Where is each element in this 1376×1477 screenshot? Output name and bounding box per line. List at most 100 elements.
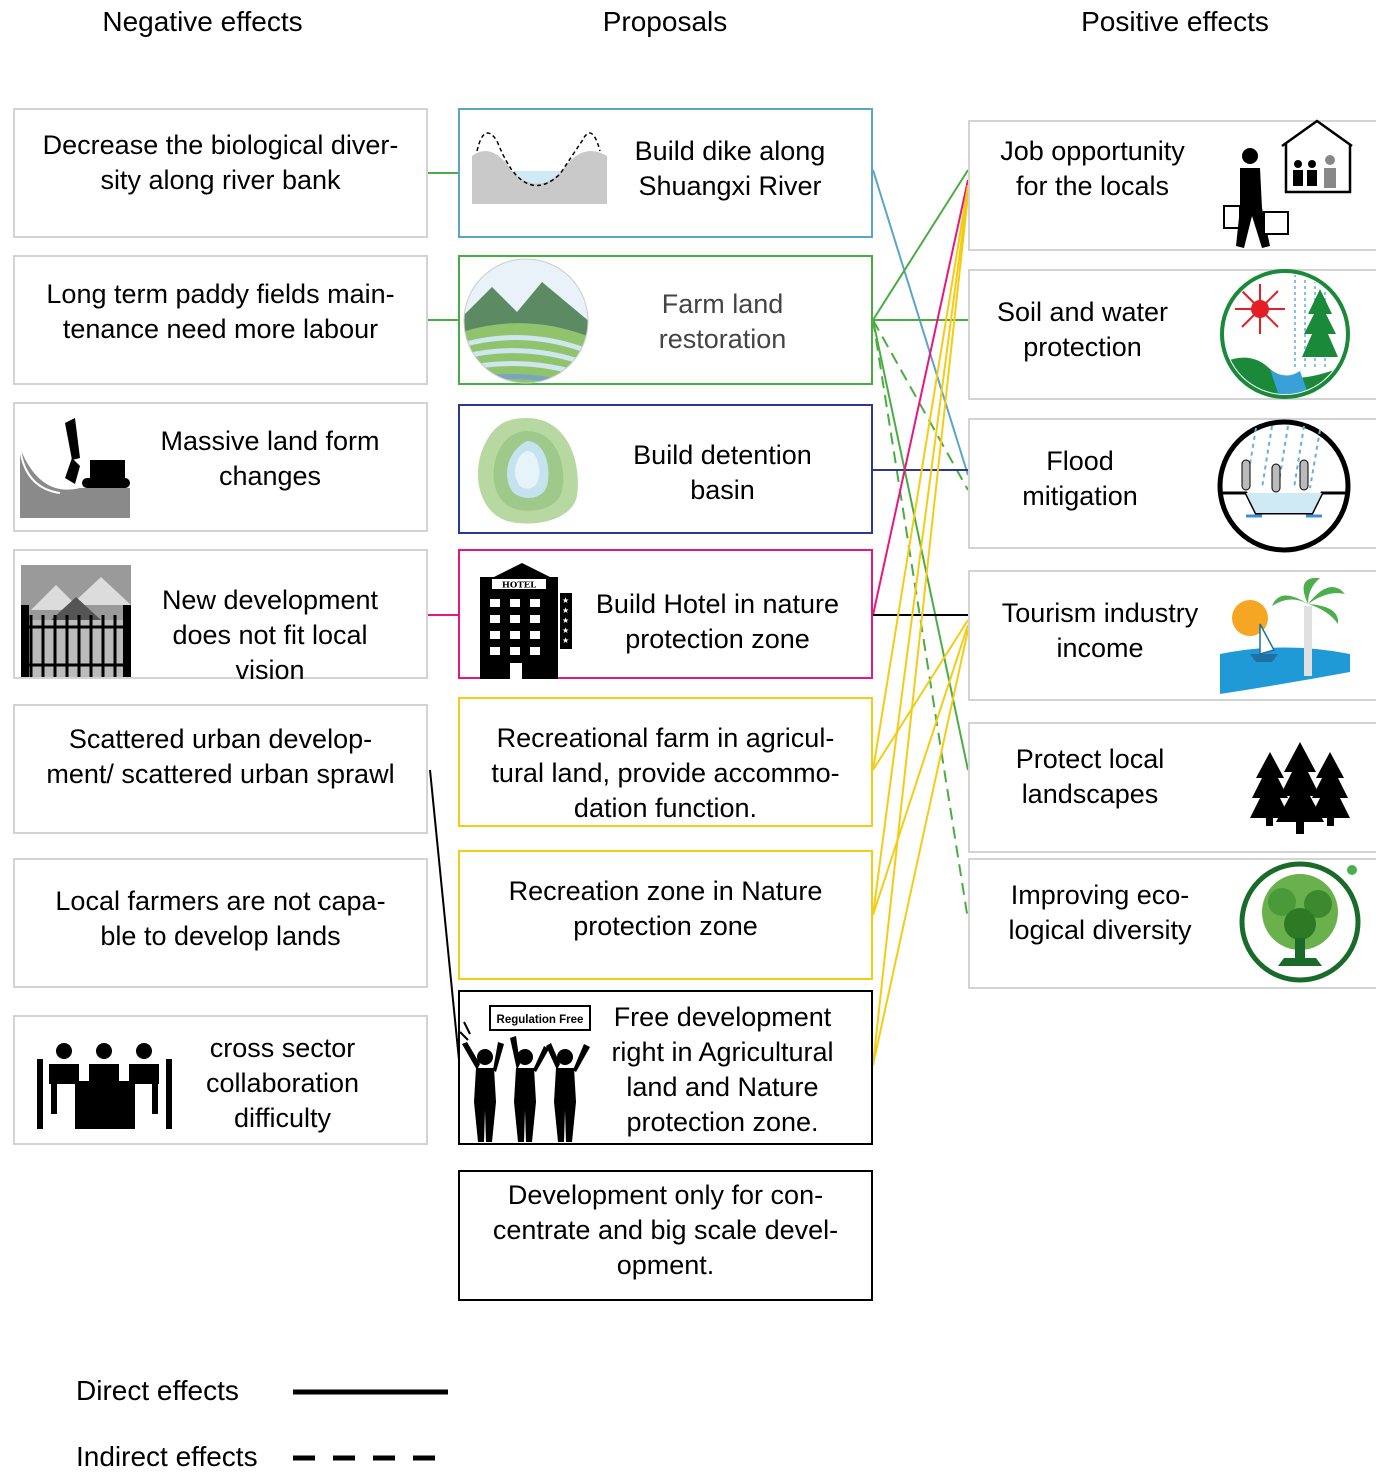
detention-basin-icon <box>477 418 578 524</box>
hotel-building-icon: HOTEL ★★★★★ <box>480 563 572 679</box>
negative-box-biodiversity: Decrease the biological diver- sity alon… <box>13 108 428 238</box>
positive-flood-line2: mitigation <box>1022 481 1138 511</box>
proposal-concentrate-line3: opment. <box>616 1250 715 1280</box>
protesters-icon: Regulation Free <box>460 1005 591 1142</box>
proposal-farmland-line2: restoration <box>658 324 787 354</box>
river-dike-icon <box>472 126 607 204</box>
proposal-box-hotel: HOTEL ★★★★★ Build Hotel in nature protec… <box>458 549 873 679</box>
proposal-box-farmland: Farm land restoration <box>458 255 873 385</box>
terraced-fields-icon <box>463 258 589 384</box>
proposal-basin-line2: basin <box>690 475 755 505</box>
positive-box-ecology: Improving eco- logical diversity <box>968 858 1376 989</box>
proposal-recfarm-line1: Recreational farm in agricul- <box>496 723 835 753</box>
legend-indirect-label: Indirect effects <box>76 1441 258 1472</box>
proposal-reczone-line1: Recreation zone in Nature <box>508 876 823 906</box>
negative-paddy-line1: Long term paddy fields main- <box>46 279 395 309</box>
proposal-recfarm-line2: tural land, provide accommo- <box>491 758 840 788</box>
negative-box-farmers: Local farmers are not capa- ble to devel… <box>13 858 428 988</box>
positive-landscape-line1: Protect local <box>1015 744 1165 774</box>
svg-text:★: ★ <box>562 626 569 635</box>
positive-box-landscape: Protect local landscapes <box>968 722 1376 853</box>
positive-landscape-line2: landscapes <box>1021 779 1159 809</box>
link-recfarm-tourism <box>872 619 969 771</box>
link-farm-flood <box>872 319 969 491</box>
proposal-box-free-development: Regulation Free Free development right i… <box>458 990 873 1145</box>
soil-water-icon <box>1220 269 1350 399</box>
link-hotel-job <box>872 179 969 616</box>
proposal-dike-line2: Shuangxi River <box>638 171 822 201</box>
svg-text:★: ★ <box>562 616 569 625</box>
negative-newdev-line3: vision <box>235 655 305 685</box>
positive-box-jobs: Job opportunity for the locals <box>968 119 1376 251</box>
proposal-free-line2: right in Agricultural <box>611 1037 834 1067</box>
proposal-free-line1: Free development <box>613 1002 832 1032</box>
negative-box-paddy-labour: Long term paddy fields main- tenance nee… <box>13 255 428 385</box>
positive-ecology-line1: Improving eco- <box>1010 880 1190 910</box>
positive-ecology-line2: logical diversity <box>1008 915 1192 945</box>
proposal-farmland-line1: Farm land <box>661 289 784 319</box>
positive-tourism-line2: income <box>1056 633 1144 663</box>
proposal-reczone-line2: protection zone <box>573 911 758 941</box>
link-recfarm-job <box>872 184 969 771</box>
svg-text:★: ★ <box>562 636 569 645</box>
negative-box-sprawl: Scattered urban develop- ment/ scattered… <box>13 704 428 834</box>
link-farm-job <box>872 169 969 321</box>
regulation-free-sign-text: Regulation Free <box>497 1014 584 1026</box>
negative-landform-line1: Massive land form <box>160 426 380 456</box>
header-positive-effects: Positive effects <box>1081 6 1269 37</box>
positive-soil-line2: protection <box>1023 332 1142 362</box>
positive-jobs-line2: for the locals <box>1015 171 1170 201</box>
proposal-hotel-line1: Build Hotel in nature <box>595 589 840 619</box>
negative-collab-line2: collaboration <box>205 1068 360 1098</box>
hotel-sign-text: HOTEL <box>502 581 536 591</box>
proposal-basin-line1: Build detention <box>633 440 812 470</box>
proposal-recfarm-line3: dation function. <box>573 793 758 823</box>
proposal-dike-line1: Build dike along <box>634 136 826 166</box>
negative-newdev-line1: New development <box>161 585 379 615</box>
forest-trees-icon <box>1250 742 1350 834</box>
job-worker-icon <box>1223 119 1353 248</box>
svg-text:★: ★ <box>562 606 569 615</box>
excavator-icon <box>20 418 130 518</box>
negative-box-collaboration: cross sector collaboration difficulty <box>13 1015 428 1145</box>
negative-newdev-line2: does not fit local <box>172 620 368 650</box>
svg-text:★: ★ <box>562 596 569 605</box>
proposal-box-recreation-zone: Recreation zone in Nature protection zon… <box>458 850 873 980</box>
link-dike-flood <box>872 169 969 476</box>
negative-paddy-line2: tenance need more labour <box>62 314 379 344</box>
proposal-free-line3: land and Nature <box>626 1072 819 1102</box>
negative-farmers-line2: ble to develop lands <box>100 921 341 951</box>
positive-jobs-line1: Job opportunity <box>1000 136 1185 166</box>
tropical-beach-icon <box>1220 577 1350 694</box>
header-proposals: Proposals <box>602 6 728 37</box>
proposal-hotel-line2: protection zone <box>625 624 810 654</box>
proposal-free-line4: protection zone. <box>626 1107 819 1137</box>
gated-house-icon <box>21 565 131 677</box>
negative-farmers-line1: Local farmers are not capa- <box>55 886 386 916</box>
negative-collab-line3: difficulty <box>233 1103 332 1133</box>
negative-biodiversity-line1: Decrease the biological diver- <box>42 130 399 160</box>
positive-flood-line1: Flood <box>1046 446 1114 476</box>
positive-box-tourism: Tourism industry income <box>968 570 1376 701</box>
proposal-concentrate-line2: centrate and big scale devel- <box>492 1215 839 1245</box>
link-sprawl-free <box>429 769 461 1071</box>
link-reczone-job <box>872 189 969 916</box>
proposal-box-concentrated-development: Development only for con- centrate and b… <box>458 1170 873 1301</box>
legend-direct-label: Direct effects <box>76 1375 239 1406</box>
proposal-box-basin: Build detention basin <box>458 404 873 534</box>
negative-landform-line2: changes <box>218 461 322 491</box>
link-free-job <box>872 194 969 1066</box>
proposal-concentrate-line1: Development only for con- <box>507 1180 824 1210</box>
proposal-box-recreational-farm: Recreational farm in agricul- tural land… <box>458 697 873 827</box>
proposal-box-dike: Build dike along Shuangxi River <box>458 108 873 238</box>
positive-box-soil-water: Soil and water protection <box>968 269 1376 400</box>
negative-box-landform: Massive land form changes <box>13 402 428 532</box>
flood-mitigation-icon <box>1217 419 1351 553</box>
link-reczone-tourism <box>872 624 969 916</box>
positive-box-flood: Flood mitigation <box>968 418 1376 553</box>
positive-tourism-line1: Tourism industry <box>1001 598 1199 628</box>
header-negative-effects: Negative effects <box>102 6 303 37</box>
link-farm-ecology <box>872 319 969 921</box>
biodiversity-tree-icon <box>1239 861 1361 983</box>
